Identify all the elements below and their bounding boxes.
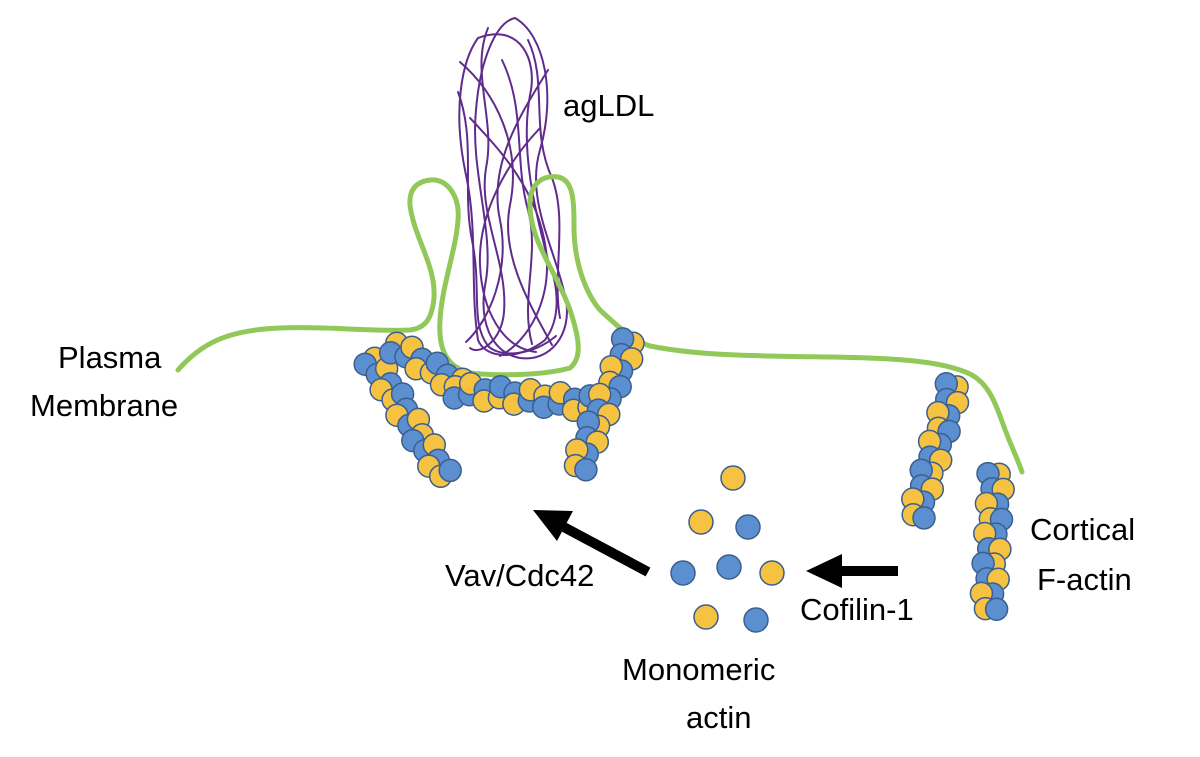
- actin-filament-cup-right-subunit: [574, 458, 598, 482]
- arrows: [533, 510, 898, 588]
- label-agldl: agLDL: [563, 88, 654, 123]
- vav-cdc42-arrow: [557, 520, 651, 577]
- label-plasma-membrane-line-2: Membrane: [30, 388, 178, 423]
- actin-monomer: [743, 607, 769, 633]
- actin-monomer: [693, 604, 719, 630]
- label-vav-cdc42: Vav/Cdc42: [445, 558, 594, 593]
- actin-monomer: [720, 465, 746, 491]
- actin-filament-cup-left-subunit: [438, 458, 462, 483]
- label-cortical-line-1: Cortical: [1030, 512, 1135, 547]
- label-monomeric: Monomeric: [622, 652, 775, 687]
- vav-cdc42-arrowhead-icon: [533, 510, 573, 541]
- label-f-actin-line-2: F-actin: [1037, 562, 1132, 597]
- actin-monomer: [716, 554, 742, 580]
- plasma-membrane: [175, 174, 1025, 475]
- actin-layer: [353, 327, 1015, 633]
- label-cofilin: Cofilin-1: [800, 592, 914, 627]
- actin-filament-cortical-1-subunit: [912, 506, 936, 530]
- actin-filament-cortical-2-subunit: [984, 597, 1009, 621]
- actin-monomer: [759, 560, 785, 586]
- agldl-particle: [457, 17, 568, 360]
- actin-monomer: [688, 509, 714, 535]
- actin-monomer: [735, 514, 761, 540]
- actin-monomer: [670, 560, 696, 586]
- cofilin-arrowhead-icon: [806, 554, 842, 588]
- label-actin: actin: [686, 700, 751, 735]
- label-plasma-membrane-line-1: Plasma: [58, 340, 162, 375]
